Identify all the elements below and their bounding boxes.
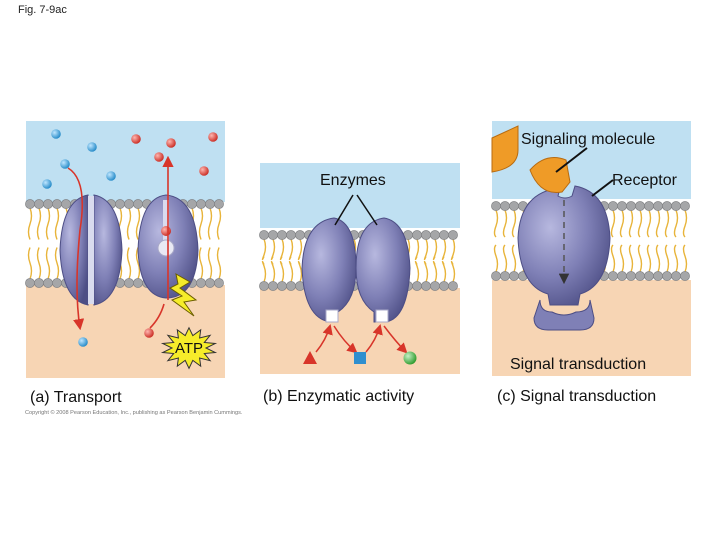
receptor-pointer (591, 179, 614, 197)
enzyme-right (355, 217, 411, 323)
signaling-molecule-bound (529, 157, 571, 194)
enzymes-label: Enzymes (320, 172, 386, 189)
signal-pointer (555, 147, 588, 173)
enzyme-arrow-2 (333, 325, 358, 354)
caption-signal: (c) Signal transduction (497, 388, 657, 405)
intermediate-square (354, 352, 366, 364)
panel-c-signal (491, 121, 691, 376)
channel-protein (59, 194, 123, 306)
enzyme-left (301, 217, 357, 323)
panel-c-extracellular (492, 121, 691, 199)
figure-label: Fig. 7-9ac (18, 4, 67, 16)
panel-b-extracellular (260, 163, 460, 228)
panel-a-transport: ATP (25, 121, 225, 378)
copyright-notice: Copyright © 2008 Pearson Education, Inc.… (25, 410, 243, 416)
relay-molecule (533, 299, 595, 331)
product-sphere (403, 351, 417, 365)
enzyme-arrow-1 (315, 323, 333, 353)
caption-transport: (a) Transport (30, 389, 122, 406)
signal-transduction-label: Signal transduction (510, 356, 647, 373)
atp-label: ATP (175, 340, 203, 357)
signaling-molecule-free (491, 125, 519, 173)
receptor-label: Receptor (612, 172, 677, 189)
enzyme-arrow-4 (383, 325, 408, 354)
signaling-molecule-label: Signaling molecule (521, 131, 656, 148)
enzymes-pointer-left (334, 194, 354, 226)
panel-b-enzymatic (259, 163, 460, 374)
diffusion-arrow (67, 167, 85, 331)
panel-c-cytoplasm (492, 280, 691, 376)
pump-arrow-enter (149, 303, 165, 329)
enzymes-pointer-right (356, 194, 378, 226)
substrate-triangle (303, 351, 317, 364)
energy-bolt (169, 273, 198, 317)
enzyme-arrow-3 (365, 323, 383, 353)
solute-in-pump (161, 226, 171, 236)
caption-enzymatic: (b) Enzymatic activity (263, 388, 415, 405)
atp-burst (160, 326, 218, 370)
panel-a-solutes (42, 129, 218, 347)
